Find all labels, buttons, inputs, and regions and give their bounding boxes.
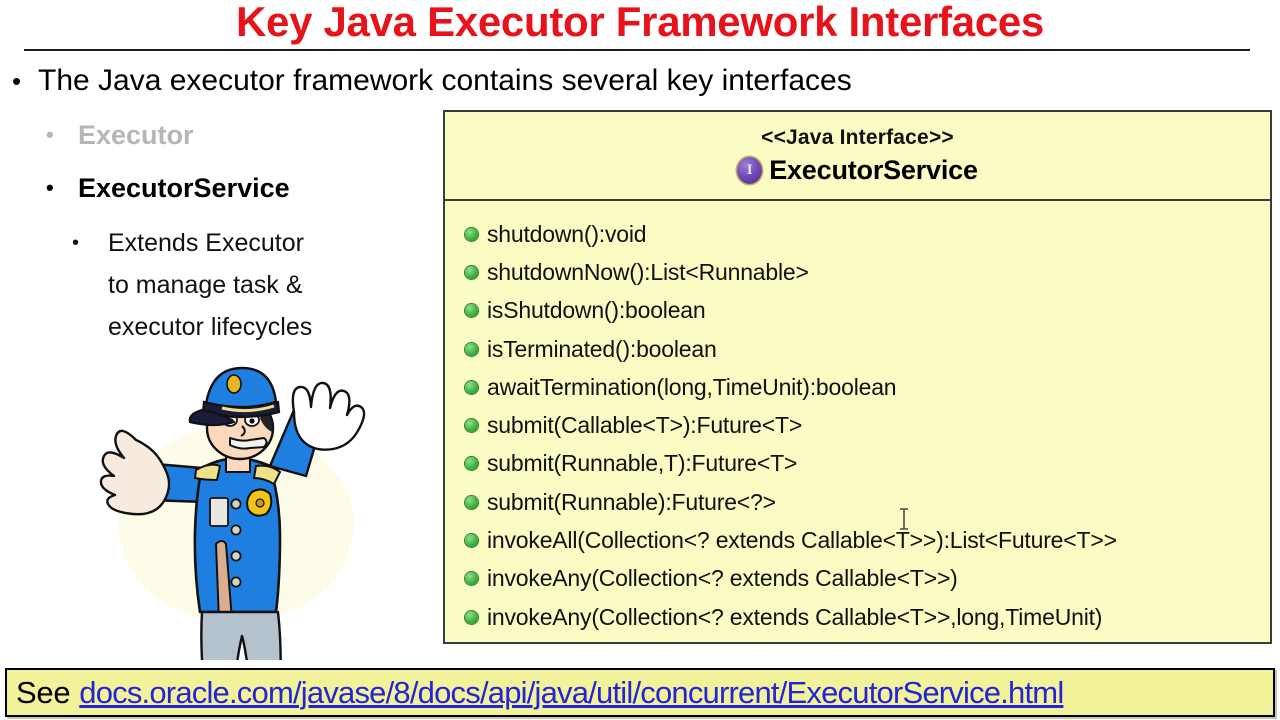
bullet-level1-text: The Java executor framework contains sev… [38, 64, 852, 97]
uml-interface-row: I ExecutorService [737, 155, 978, 186]
method-visibility-icon [465, 419, 478, 433]
uml-interface-name: ExecutorService [769, 155, 978, 185]
method-visibility-icon [465, 380, 478, 394]
uml-method-row: submit(Runnable):Future<?> [465, 483, 1270, 521]
executorservice-docs-link[interactable]: docs.oracle.com/javase/8/docs/api/java/u… [79, 674, 1064, 710]
uml-stereotype: <<Java Interface>> [761, 126, 954, 149]
bullet-executorservice: • ExecutorService [46, 170, 446, 206]
uml-method-signature: isShutdown():boolean [487, 297, 706, 324]
bullet-executorservice-label: ExecutorService [78, 173, 290, 203]
uml-method-signature: invokeAny(Collection<? extends Callable<… [487, 565, 958, 592]
uml-header: <<Java Interface>> I ExecutorService [445, 112, 1270, 201]
uml-class-box: <<Java Interface>> I ExecutorService shu… [443, 110, 1272, 644]
method-visibility-icon [465, 457, 478, 471]
bullet-level3-line-1: Extends Executor [108, 229, 304, 257]
uml-method-row: shutdown():void [465, 215, 1270, 253]
uml-method-row: isTerminated():boolean [465, 330, 1270, 368]
title-divider [24, 49, 1250, 51]
method-visibility-icon [465, 342, 478, 356]
uml-method-signature: isTerminated():boolean [487, 335, 717, 362]
uml-method-signature: awaitTermination(long,TimeUnit):boolean [487, 373, 897, 400]
bullet-glyph: • [46, 175, 54, 200]
bullet-executor: • Executor [46, 117, 446, 153]
method-visibility-icon [465, 304, 478, 318]
reference-prefix: See [16, 674, 71, 710]
bullet-level3-line-2: to manage task & [108, 271, 303, 299]
uml-method-row: awaitTermination(long,TimeUnit):boolean [465, 368, 1270, 406]
uml-method-signature: submit(Runnable,T):Future<T> [487, 450, 798, 477]
bullet-glyph: • [72, 232, 80, 254]
uml-method-row: invokeAny(Collection<? extends Callable<… [465, 560, 1270, 598]
text-cursor [898, 508, 910, 530]
uml-method-row: invokeAny(Collection<? extends Callable<… [465, 598, 1270, 636]
bullet-level3-line-3: executor lifecycles [108, 313, 313, 341]
uml-method-row: submit(Callable<T>):Future<T> [465, 406, 1270, 444]
uml-method-signature: submit(Runnable):Future<?> [487, 488, 776, 515]
uml-method-row: shutdownNow():List<Runnable> [465, 253, 1270, 291]
bullet-executor-label: Executor [78, 120, 194, 150]
page-title: Key Java Executor Framework Interfaces [235, 0, 1044, 45]
uml-method-signature: shutdown():void [487, 220, 647, 247]
uml-method-row: submit(Runnable,T):Future<T> [465, 445, 1270, 483]
interface-icon: I [737, 157, 763, 184]
bullet-glyph: • [12, 66, 22, 96]
uml-method-list: shutdown():void shutdownNow():List<Runna… [445, 203, 1270, 642]
uml-method-row: invokeAll(Collection<? extends Callable<… [465, 521, 1270, 559]
method-visibility-icon [465, 534, 478, 548]
method-visibility-icon [465, 610, 478, 624]
method-visibility-icon [465, 227, 478, 241]
uml-method-signature: invokeAny(Collection<? extends Callable<… [487, 603, 1103, 630]
method-visibility-icon [465, 572, 478, 586]
method-visibility-icon [465, 265, 478, 279]
bullet-level3: • Extends Executor to manage task & exec… [72, 222, 432, 348]
bullet-level1: • The Java executor framework contains se… [12, 61, 1062, 101]
reference-link-box: See docs.oracle.com/javase/8/docs/api/ja… [5, 668, 1275, 717]
method-visibility-icon [465, 495, 478, 509]
uml-method-signature: submit(Callable<T>):Future<T> [487, 412, 803, 439]
traffic-police-officer-image [84, 340, 384, 705]
bullet-glyph: • [46, 122, 54, 147]
uml-method-row: isShutdown():boolean [465, 292, 1270, 330]
uml-method-signature: shutdownNow():List<Runnable> [487, 258, 809, 285]
uml-method-signature: invokeAll(Collection<? extends Callable<… [487, 527, 1117, 554]
